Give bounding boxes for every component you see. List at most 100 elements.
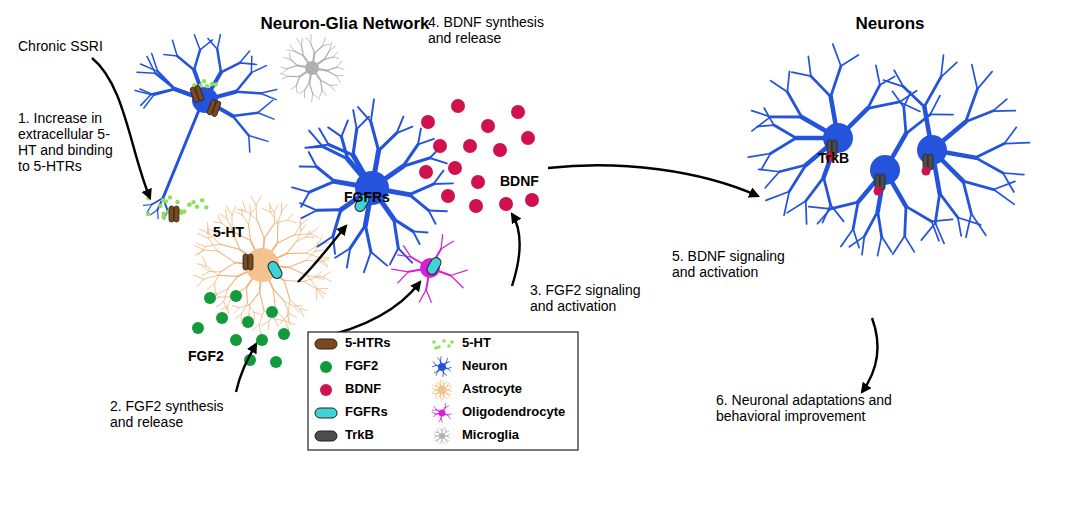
cell-process bbox=[287, 220, 296, 223]
cell-process bbox=[833, 44, 841, 66]
cell-process bbox=[441, 419, 442, 422]
serotonin-dot bbox=[447, 344, 451, 348]
legend-label: Astrocyte bbox=[462, 382, 522, 397]
cell-process bbox=[242, 215, 248, 224]
cell-process bbox=[419, 290, 426, 302]
cell-process bbox=[759, 169, 780, 171]
cell-process bbox=[281, 203, 282, 212]
cell-process bbox=[440, 380, 442, 384]
cell-process bbox=[841, 55, 858, 66]
cell-process bbox=[197, 233, 208, 238]
cell-process bbox=[237, 209, 245, 211]
cell-process bbox=[977, 72, 992, 89]
serotonin-dot bbox=[204, 205, 208, 209]
fgf2-molecule bbox=[270, 356, 282, 368]
cell-process bbox=[271, 212, 278, 223]
legend-label: 5-HTRs bbox=[345, 336, 391, 351]
cell-process bbox=[433, 414, 436, 417]
cell-process bbox=[251, 208, 256, 214]
cell-process bbox=[196, 243, 205, 246]
cell-process bbox=[254, 312, 255, 320]
fgf2-molecule bbox=[256, 334, 268, 346]
cell-process bbox=[878, 236, 882, 255]
cell-process bbox=[262, 208, 270, 212]
cell-process bbox=[261, 321, 269, 326]
cell-process bbox=[250, 292, 260, 305]
cell-process bbox=[434, 407, 437, 410]
cell-process bbox=[878, 211, 882, 236]
cell-process bbox=[243, 201, 246, 211]
cell-process bbox=[306, 38, 311, 43]
cell-process bbox=[258, 100, 273, 112]
cell-process bbox=[311, 43, 315, 53]
fgf-receptor bbox=[425, 256, 443, 277]
cell-process bbox=[432, 388, 436, 390]
cell-process bbox=[435, 383, 437, 387]
serotonin-dot bbox=[164, 199, 168, 203]
cell-process bbox=[224, 289, 228, 301]
cell-process bbox=[921, 223, 935, 240]
cell-process bbox=[805, 201, 808, 224]
cell-process bbox=[303, 277, 315, 281]
cell-process bbox=[975, 144, 1004, 158]
cell-process bbox=[966, 111, 993, 122]
cell-process bbox=[144, 95, 154, 108]
neuron bbox=[135, 35, 277, 152]
cell-process bbox=[264, 224, 274, 238]
cell-process bbox=[770, 115, 801, 118]
cell-process bbox=[236, 212, 242, 215]
cell-process bbox=[197, 279, 204, 287]
axon-shaft bbox=[163, 110, 199, 198]
legend-label: Oligodendrocyte bbox=[462, 405, 565, 420]
serotonin-dot bbox=[200, 198, 204, 202]
legend-box bbox=[308, 332, 578, 450]
legend-sample bbox=[320, 361, 332, 373]
cell-process bbox=[779, 165, 806, 172]
cell-process bbox=[202, 271, 210, 275]
cell-process bbox=[309, 181, 334, 192]
receptor-layer bbox=[169, 85, 933, 281]
cell-process bbox=[208, 38, 217, 49]
cell-process bbox=[442, 441, 444, 443]
cell-process bbox=[207, 283, 214, 289]
serotonin-dot bbox=[210, 82, 214, 86]
cell-process bbox=[209, 271, 220, 272]
astrocyte-icon bbox=[432, 380, 452, 400]
cell-process bbox=[438, 382, 441, 385]
cell-process bbox=[435, 440, 439, 441]
cell-process bbox=[438, 358, 441, 361]
cell-process bbox=[258, 113, 274, 119]
cell-process bbox=[418, 129, 421, 145]
oligodendrocyte-icon-soma bbox=[439, 410, 446, 417]
cell-process bbox=[151, 210, 158, 215]
cell-process bbox=[335, 248, 350, 258]
cell-process bbox=[447, 436, 450, 438]
cell-process bbox=[445, 406, 449, 408]
cell-process bbox=[241, 314, 242, 324]
cell-process bbox=[207, 222, 209, 233]
cell-process bbox=[248, 214, 250, 224]
cell-process bbox=[439, 419, 441, 422]
cell-process bbox=[220, 244, 240, 249]
cell-process bbox=[294, 306, 299, 312]
legend-label: Microglia bbox=[462, 428, 519, 443]
cell-process bbox=[792, 72, 811, 76]
bdnf-molecule bbox=[433, 139, 447, 153]
cell-process bbox=[440, 428, 442, 431]
cell-process bbox=[809, 207, 831, 209]
cell-process bbox=[227, 276, 237, 289]
microglia-soma bbox=[305, 61, 319, 75]
cell-process bbox=[904, 107, 906, 133]
microglia-icon-soma bbox=[439, 433, 445, 439]
serotonin-dot bbox=[158, 204, 162, 208]
fgf2-molecule bbox=[204, 292, 216, 304]
cell-process bbox=[301, 220, 308, 225]
cell-process bbox=[365, 225, 371, 252]
cell-process bbox=[341, 137, 347, 159]
cell-process bbox=[330, 84, 337, 86]
neuron-icon-soma bbox=[438, 363, 446, 371]
cell-process bbox=[958, 218, 961, 236]
cell-process bbox=[322, 90, 326, 95]
cell-process bbox=[892, 91, 903, 107]
cell-process bbox=[432, 412, 436, 414]
